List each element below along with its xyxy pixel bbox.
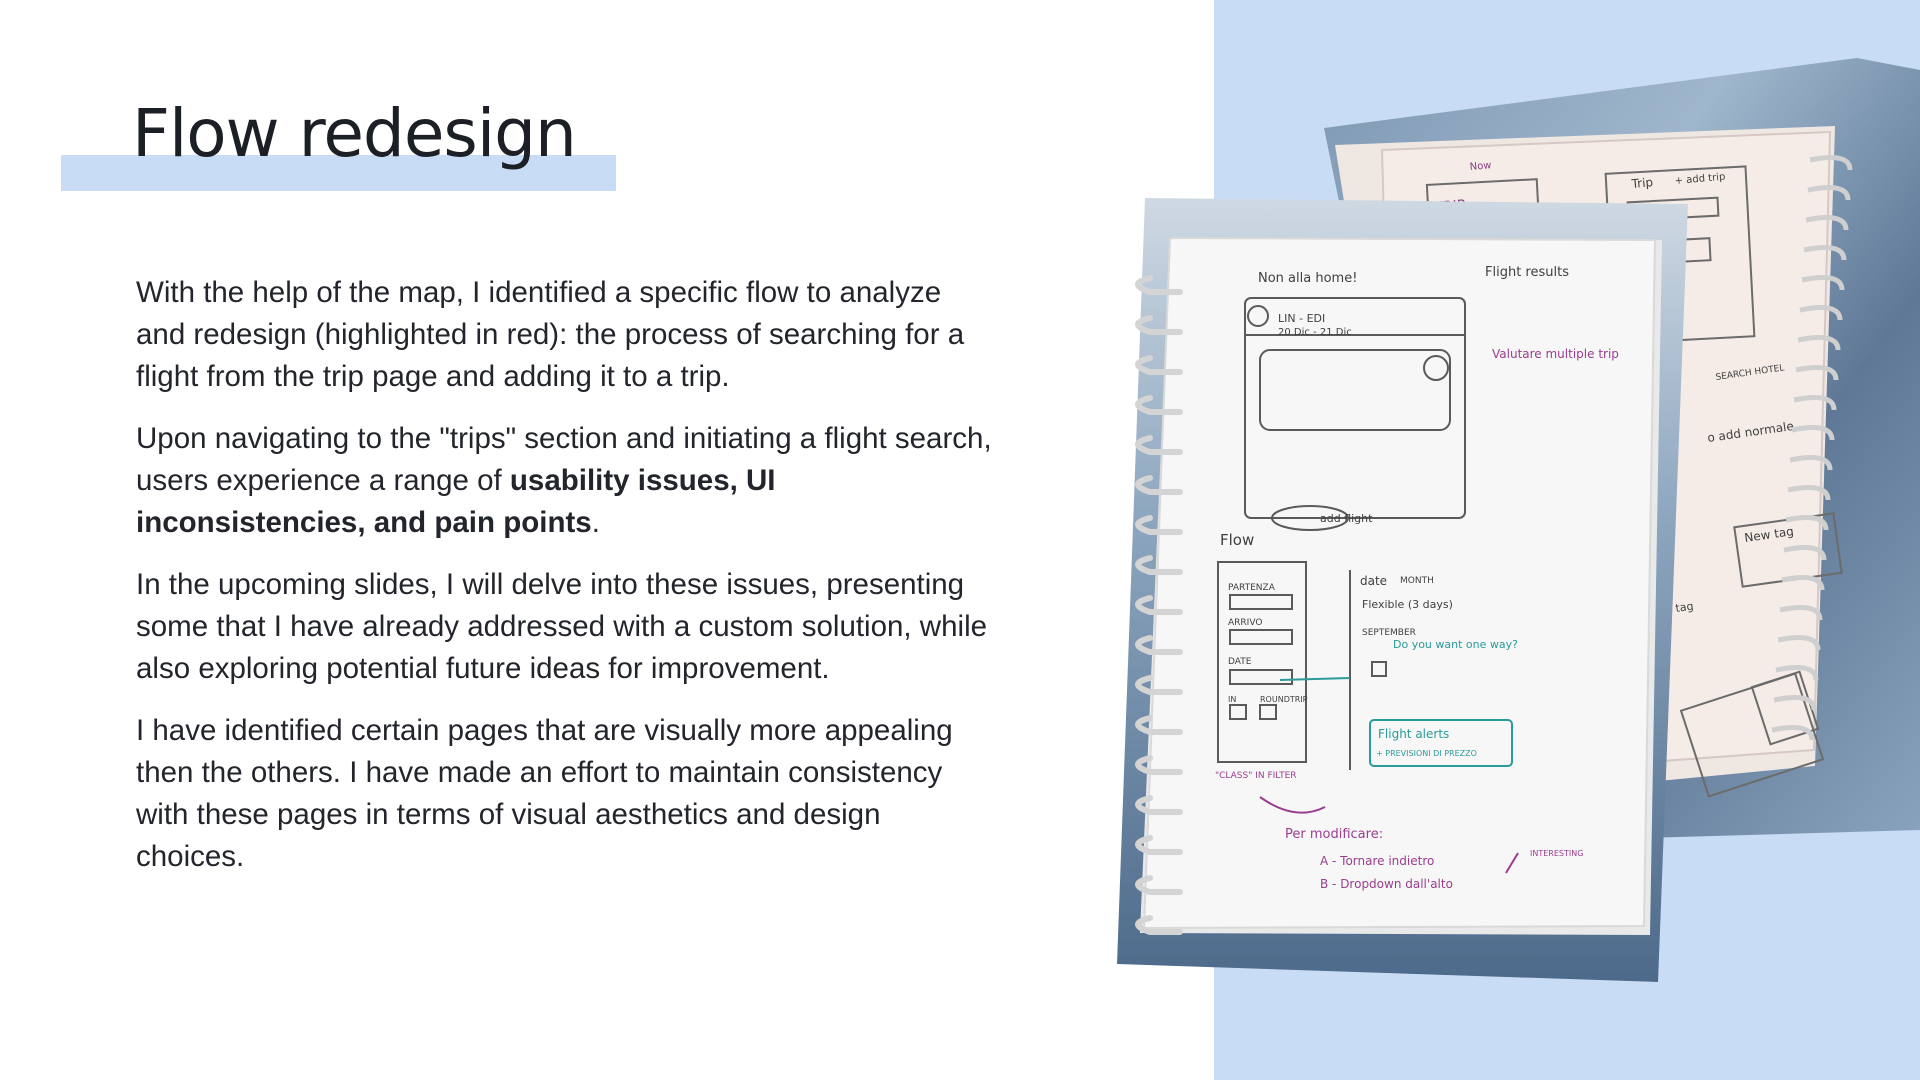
sketch-route: LIN - EDI — [1278, 312, 1325, 325]
paragraph-2-start: Upon navigating to the "trips" section a… — [136, 422, 992, 497]
paragraph-3: In the upcoming slides, I will delve int… — [136, 568, 988, 685]
sketch-date-label: date — [1360, 574, 1387, 588]
sketch-new-tag: New tag — [1743, 524, 1794, 545]
title-highlight-bar — [61, 155, 616, 191]
sketch-roundtrip: ROUNDTRIP — [1260, 695, 1308, 704]
sketch-flight-alerts: Flight alerts — [1378, 727, 1449, 741]
sketch-add-trip: + add trip — [1674, 172, 1725, 187]
page-title: Flow redesign — [132, 95, 577, 172]
sketch-one-way: Do you want one way? — [1393, 638, 1518, 651]
sketch-previsioni: + PREVISIONI DI PREZZO — [1376, 749, 1477, 758]
sketch-partenza: PARTENZA — [1228, 583, 1276, 593]
sketch-arrivo: ARRIVO — [1228, 618, 1262, 628]
notebook-sketch-photo: TRIP Now Trip + add trip SEARCH HOTEL o … — [1117, 58, 1920, 982]
paragraph-4: I have identified certain pages that are… — [136, 714, 953, 873]
front-notebook-photo: Non alla home! Flight results LIN - EDI … — [1117, 198, 1688, 982]
sketch-interesting: INTERESTING — [1530, 849, 1583, 858]
sketch-tag: tag — [1675, 600, 1695, 615]
sketch-valutare: Valutare multiple trip — [1492, 347, 1619, 361]
sketch-september: SEPTEMBER — [1362, 628, 1416, 638]
sketch-trip-header: Trip — [1630, 175, 1654, 191]
paragraph-2-bold: usability issues, UI inconsistencies, an… — [136, 464, 776, 539]
body-text: With the help of the map, I identified a… — [136, 272, 996, 898]
sketch-in: IN — [1228, 695, 1236, 704]
sketch-date: DATE — [1228, 657, 1252, 667]
sketch-non-alla-home: Non alla home! — [1258, 271, 1357, 286]
sketch-month: MONTH — [1400, 576, 1434, 586]
sketch-dates: 20 Dic - 21 Dic — [1278, 327, 1352, 338]
sketch-per-modificare: Per modificare: — [1285, 827, 1383, 842]
sketch-class-filter: "CLASS" IN FILTER — [1215, 771, 1297, 781]
sketch-option-a: A - Tornare indietro — [1320, 854, 1434, 868]
sketch-now: Now — [1469, 160, 1492, 173]
sketch-option-b: B - Dropdown dall'alto — [1320, 877, 1453, 891]
sketch-flight-results: Flight results — [1485, 265, 1569, 280]
sketch-add-flight: add flight — [1320, 512, 1373, 525]
paragraph-1: With the help of the map, I identified a… — [136, 276, 965, 393]
paragraph-2-end: . — [591, 506, 600, 539]
sketch-flexible: Flexible (3 days) — [1362, 598, 1453, 611]
paragraph-2: Upon navigating to the "trips" section a… — [136, 418, 996, 544]
sketch-flow: Flow — [1220, 531, 1254, 549]
